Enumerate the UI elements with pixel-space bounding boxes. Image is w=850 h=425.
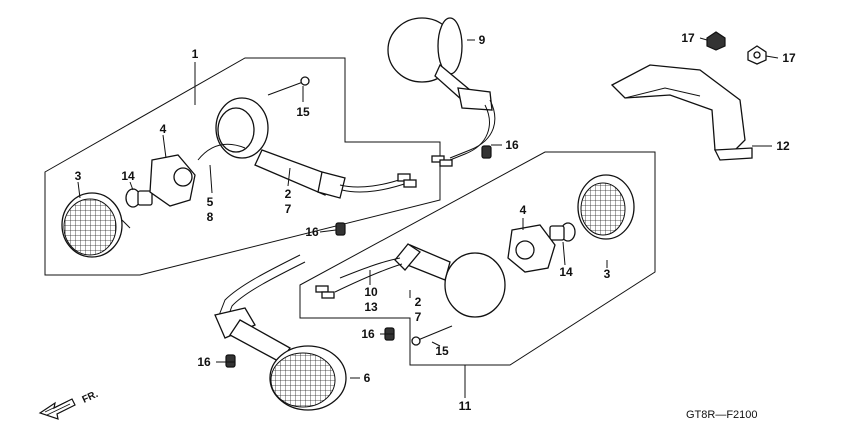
front-direction-arrow	[38, 398, 76, 420]
callout-9: 9	[479, 33, 486, 47]
housing-rear[interactable]	[315, 243, 506, 318]
callout-3-rear: 3	[604, 267, 611, 281]
bulb-rear[interactable]	[549, 222, 576, 242]
callout-17-right: 17	[782, 51, 796, 65]
bulb-front-left[interactable]	[125, 188, 153, 208]
lens-rear[interactable]	[577, 174, 635, 240]
bolt-group-1[interactable]	[335, 222, 346, 236]
callout-8: 8	[207, 210, 214, 224]
callout-7-front: 7	[285, 202, 292, 216]
socket-front-left[interactable]	[149, 154, 196, 207]
diagram-code: GT8R—F2100	[686, 409, 758, 421]
callout-13: 13	[364, 300, 378, 314]
callout-14-front: 14	[121, 169, 135, 183]
callout-12: 12	[776, 139, 790, 153]
bolt-front-right[interactable]	[481, 145, 492, 159]
callout-16-front-right: 16	[505, 138, 519, 152]
group-11-boundary	[299, 151, 656, 366]
callout-14-rear: 14	[559, 265, 573, 279]
callout-11: 11	[459, 399, 472, 413]
callout-16-rear-left: 16	[197, 355, 211, 369]
nut-17-right[interactable]	[747, 45, 767, 65]
callout-7-rear: 7	[415, 310, 422, 324]
callout-5: 5	[207, 195, 214, 209]
callout-15-front: 15	[296, 105, 310, 119]
callout-1: 1	[192, 47, 199, 61]
screw-front-left[interactable]	[267, 76, 310, 96]
callout-16-rear: 16	[361, 327, 375, 341]
callout-17-left: 17	[681, 31, 695, 45]
bracket[interactable]	[610, 64, 753, 161]
winker-rear-left[interactable]	[214, 254, 347, 411]
callout-3-front: 3	[75, 169, 82, 183]
callout-2-rear: 2	[415, 295, 422, 309]
nut-17-left[interactable]	[706, 31, 726, 51]
group-1-boundary	[44, 57, 441, 276]
front-arrow-label: FR.	[81, 389, 100, 406]
socket-rear[interactable]	[507, 224, 556, 273]
callout-15-rear: 15	[435, 344, 449, 358]
callout-4-front: 4	[160, 122, 167, 136]
callout-4-rear: 4	[520, 203, 527, 217]
screw-rear[interactable]	[411, 325, 453, 346]
callout-16-group1: 16	[305, 225, 319, 239]
bolt-rear-left[interactable]	[225, 354, 236, 368]
callout-10: 10	[364, 285, 378, 299]
callout-2-front: 2	[285, 187, 292, 201]
lens-front-left[interactable]	[61, 192, 131, 258]
housing-front-left[interactable]	[197, 97, 417, 199]
winker-front-right[interactable]	[387, 17, 496, 167]
callout-6: 6	[364, 371, 371, 385]
